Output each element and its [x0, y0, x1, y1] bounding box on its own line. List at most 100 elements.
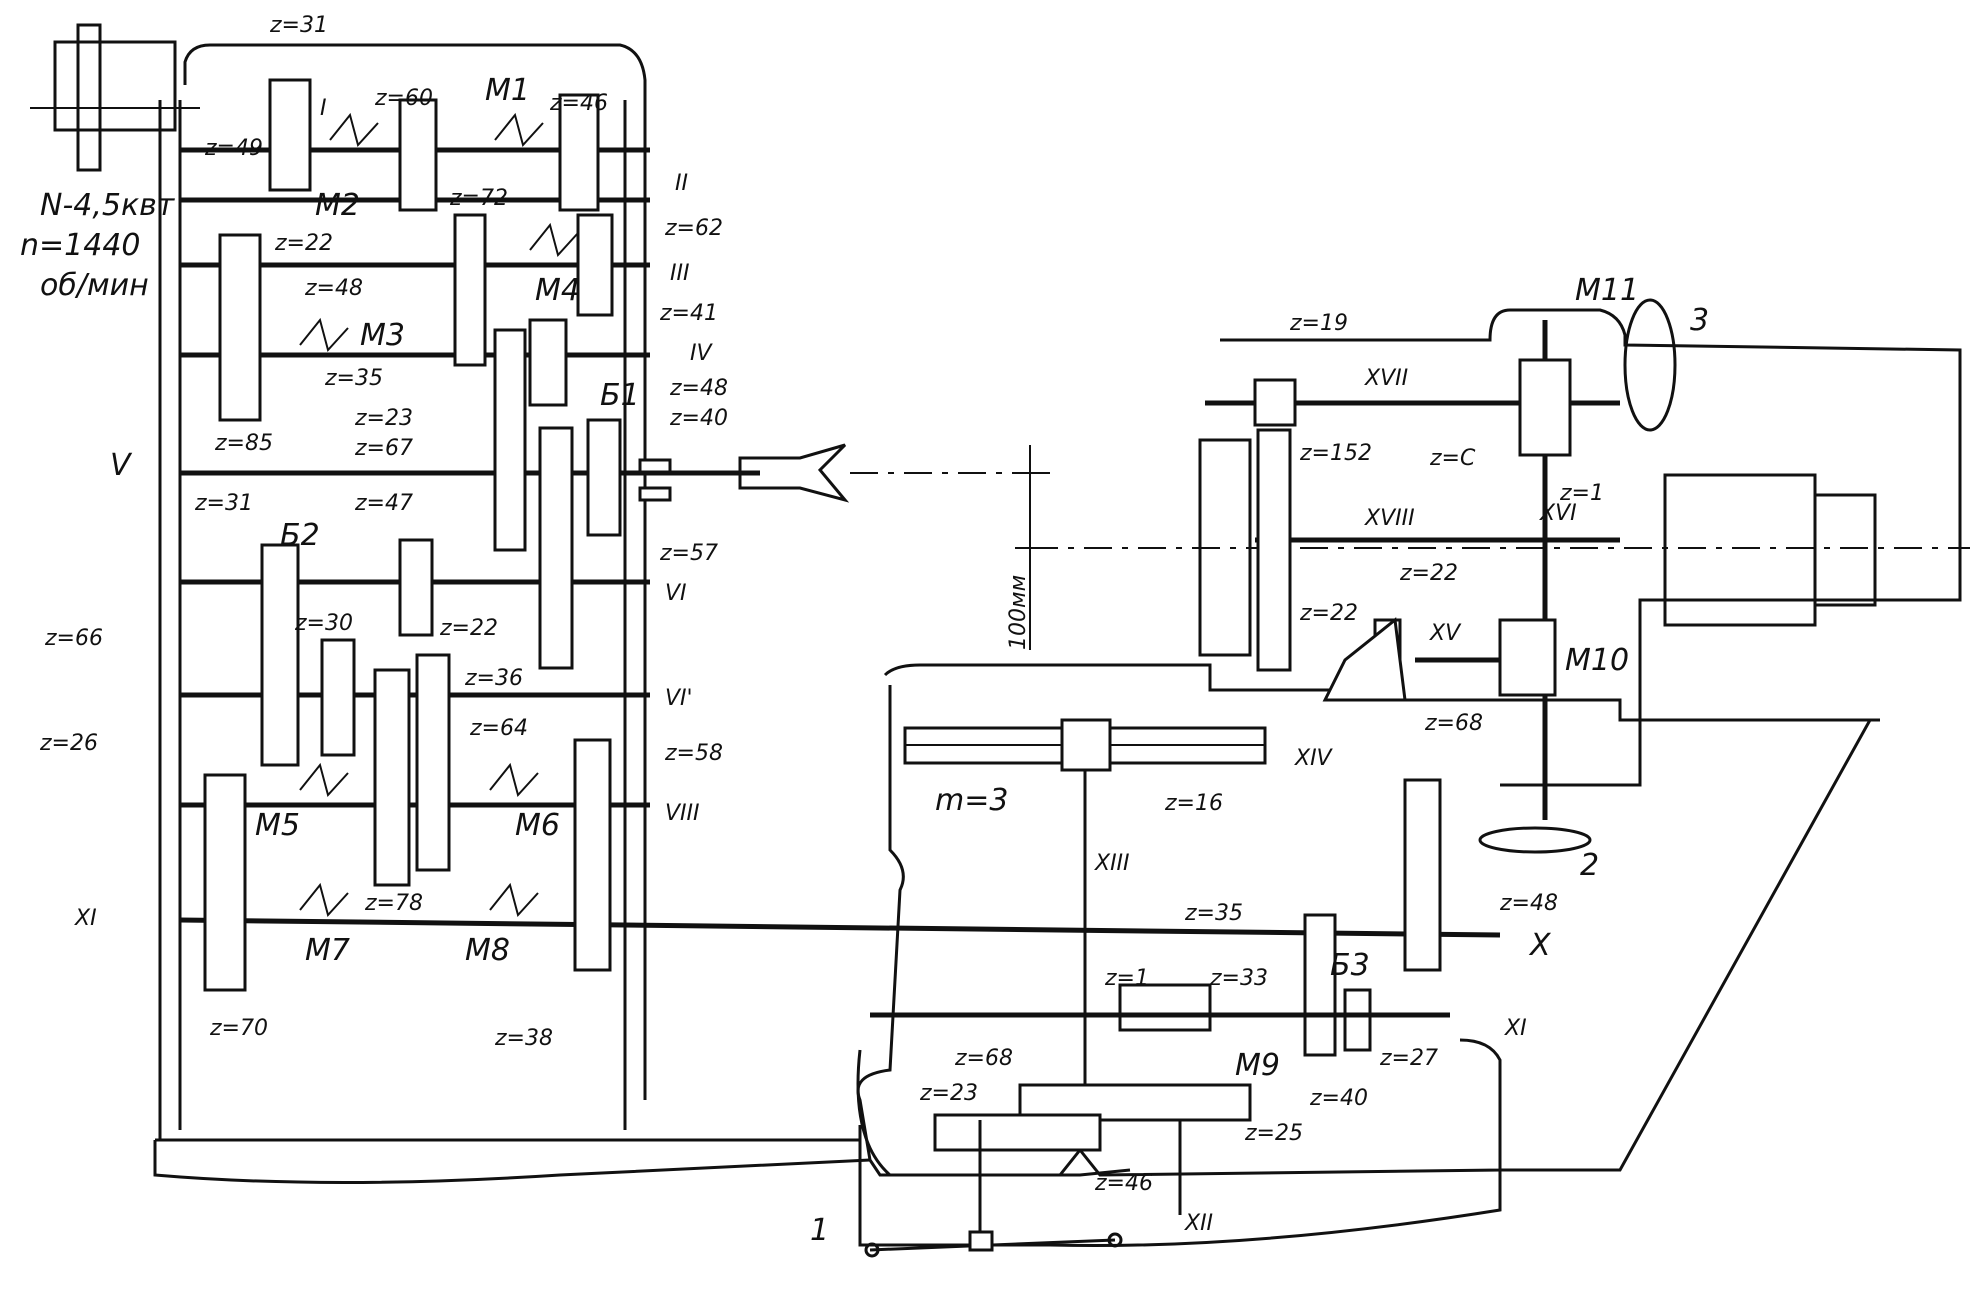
gear-z19 — [1253, 378, 1297, 427]
shaft-label: II — [675, 171, 688, 196]
apron-housing — [858, 618, 1880, 1248]
handle-1[interactable] — [864, 1230, 1123, 1258]
gear-label: z=C — [1429, 446, 1476, 471]
handwheel-2[interactable] — [1478, 826, 1592, 854]
shaft-label: I — [320, 96, 327, 121]
gear-z67 — [493, 328, 527, 552]
gear-label: z=68 — [954, 1046, 1013, 1071]
gear-z22-z85 — [218, 233, 262, 422]
gear-label: z=152 — [1299, 441, 1372, 466]
gear-z40 — [586, 418, 622, 537]
gear-label: z=47 — [354, 491, 413, 516]
gear-z23-z46 — [933, 1113, 1102, 1152]
handle-label: 1 — [810, 1213, 829, 1248]
gear-z31-shaft-I — [268, 78, 312, 192]
shaft-label: XI — [74, 906, 97, 931]
block-b3 — [1343, 988, 1372, 1052]
block-label: Б3 — [1330, 948, 1370, 983]
motor-labels: N-4,5квт n=1440 об/мин — [20, 188, 176, 303]
handle-label: 3 — [1690, 303, 1709, 338]
gear-label: z=27 — [1379, 1046, 1438, 1071]
gear-label: z=40 — [1309, 1086, 1368, 1111]
gear-label: z=41 — [659, 301, 718, 326]
carriage-housing — [1220, 308, 1962, 787]
shaft-label: IV — [690, 341, 713, 366]
gear-label: z=22 — [1299, 601, 1358, 626]
gear-label: z=48 — [1499, 891, 1558, 916]
carriage-gears — [1253, 298, 1677, 1057]
tailstock-quill — [1813, 493, 1877, 607]
gear-label: z=22 — [274, 231, 333, 256]
gear-label: z=25 — [1244, 1121, 1303, 1146]
spindle-chuck — [638, 443, 1020, 503]
gear-label: z=30 — [294, 611, 353, 636]
clutch-M6-symbol — [489, 762, 539, 798]
clutch-label: M11 — [1575, 273, 1639, 308]
gear-z46 — [558, 93, 600, 212]
shaft-label: V — [110, 448, 133, 483]
clutch-M8-symbol — [489, 882, 539, 918]
clutch-M4-symbol — [529, 222, 579, 258]
handle-label: 2 — [1580, 848, 1599, 883]
gear-z60 — [398, 98, 438, 212]
gear-label: z=33 — [1209, 966, 1268, 991]
gear-z41 — [528, 318, 568, 407]
motor-speed-label: n=1440 — [20, 228, 141, 263]
clutch-label: M8 — [465, 933, 510, 968]
gear-label: z=1 — [1104, 966, 1149, 991]
gear-label: z=68 — [1424, 711, 1483, 736]
headstock-gears — [203, 78, 622, 992]
block-labels: Б1 Б2 Б3 — [280, 378, 1370, 983]
shaft-label: VIII — [665, 801, 700, 826]
gear-label: z=35 — [1184, 901, 1243, 926]
shaft-label: VI' — [665, 686, 693, 711]
clutch-label: M9 — [1235, 1048, 1280, 1083]
clutch-label: M4 — [535, 273, 580, 308]
gear-z66 — [260, 543, 300, 767]
shaft-X-line — [179, 917, 1501, 938]
clutch-M2-symbol — [329, 112, 379, 148]
clutch-labels: M1 M2 M3 M4 M5 M6 M7 M8 M9 M10 M11 — [255, 73, 1639, 1083]
gear-z57 — [538, 426, 574, 670]
clutch-M3-symbol — [299, 317, 349, 353]
shaft-label: XII — [1184, 1211, 1213, 1236]
friction-clutches — [299, 112, 579, 918]
shaft-label: XV — [1429, 621, 1462, 646]
gear-z58-z38 — [573, 738, 612, 972]
handwheel-3[interactable] — [1623, 298, 1677, 432]
dimension-100mm — [1015, 445, 1050, 650]
gear-label: z=19 — [1289, 311, 1348, 336]
pinion-z16 — [1060, 718, 1112, 772]
clutch-label: M6 — [515, 808, 560, 843]
shaft-label: VI — [665, 581, 687, 606]
headstock-housing — [183, 43, 647, 1100]
worm-z1-xvi — [1518, 358, 1572, 457]
shaft-label: XVI — [1539, 501, 1577, 526]
gear-label: z=46 — [549, 91, 608, 116]
worm-z1-z33 — [1118, 983, 1212, 1032]
gear-label: z=35 — [324, 366, 383, 391]
gear-label: z=85 — [214, 431, 273, 456]
gear-label: z=1 — [1559, 481, 1604, 506]
gear-label: z=78 — [364, 891, 423, 916]
gear-z72 — [453, 213, 487, 367]
gear-label: z=26 — [39, 731, 98, 756]
gear-label: z=40 — [669, 406, 728, 431]
gear-z35-z40 — [1303, 913, 1337, 1057]
clutch-M7-symbol — [299, 882, 349, 918]
gear-label: z=66 — [44, 626, 103, 651]
shaft-label: XVIII — [1364, 506, 1415, 531]
motor-power-label: N-4,5квт — [40, 188, 176, 223]
electric-motor — [30, 23, 200, 172]
bevel-gear-z22 — [1322, 617, 1407, 702]
gear-label: z=16 — [1164, 791, 1223, 816]
gear-label: z=38 — [494, 1026, 553, 1051]
clutch-M1-symbol — [494, 112, 544, 148]
gear-label: z=67 — [354, 436, 413, 461]
gear-labels: z=31 z=49 z=60 z=46 z=72 z=62 z=22 z=48 … — [39, 13, 1604, 1196]
gear-label: z=62 — [664, 216, 723, 241]
gear-z78 — [373, 668, 411, 887]
gear-z152 — [1256, 428, 1292, 672]
bed-line — [153, 1125, 871, 1184]
